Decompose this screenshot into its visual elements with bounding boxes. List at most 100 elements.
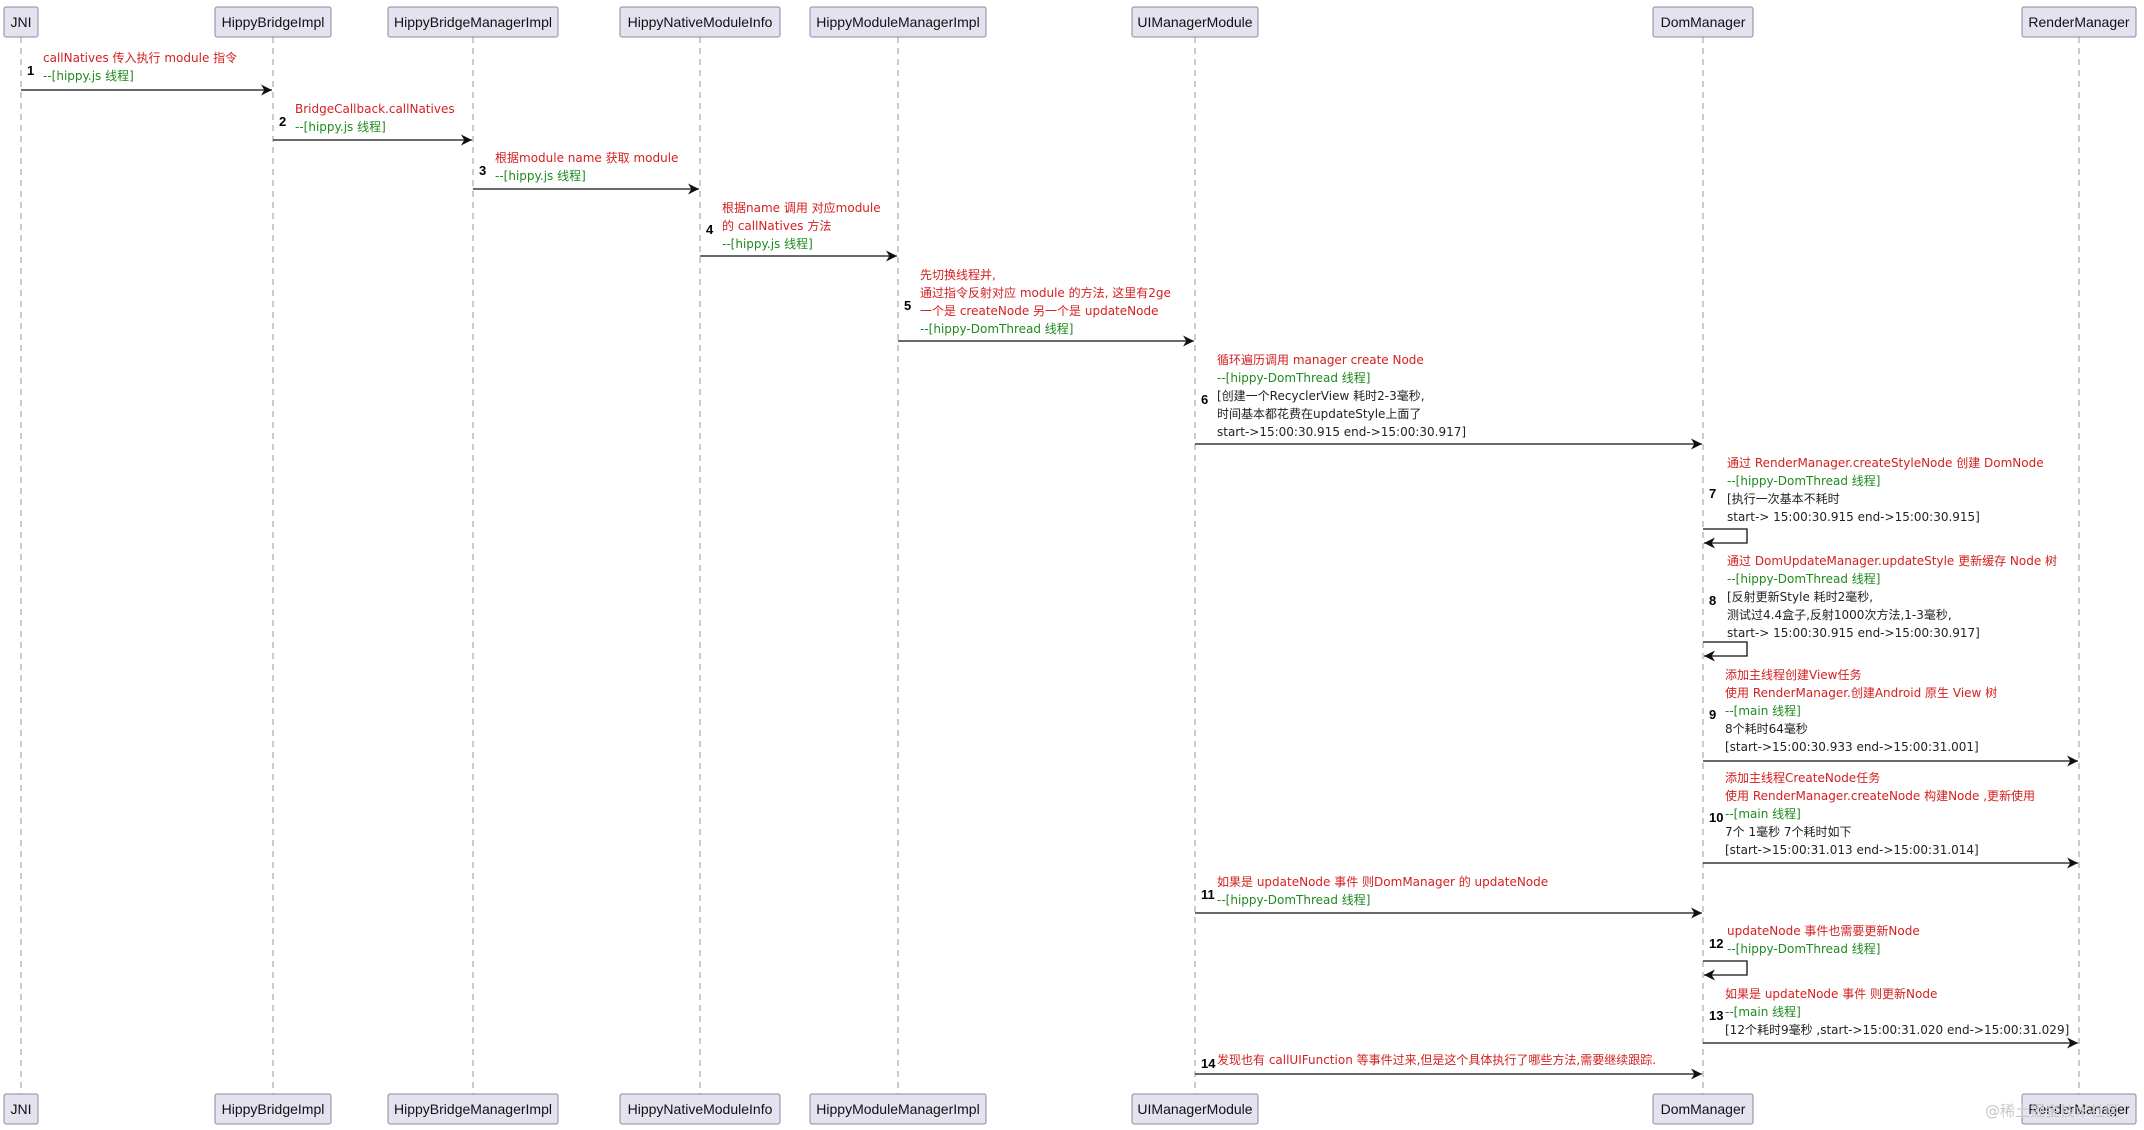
message-text-line: [start->15:00:30.933 end->15:00:31.001] bbox=[1725, 740, 1979, 754]
message-text-line: --[hippy.js 线程] bbox=[295, 119, 386, 134]
participant-bridge-top: HippyBridgeImpl bbox=[214, 6, 332, 38]
message-text-line: 8个耗时64毫秒 bbox=[1725, 721, 1808, 736]
participant-dommgr-top: DomManager bbox=[1652, 6, 1754, 38]
participant-box bbox=[619, 6, 781, 38]
message-text-line: [12个耗时9毫秒 ,start->15:00:31.020 end->15:0… bbox=[1725, 1022, 2069, 1037]
message-text-line: 通过 DomUpdateManager.updateStyle 更新缓存 Nod… bbox=[1727, 553, 2057, 568]
message-text-line: 通过指令反射对应 module 的方法, 这里有2ge bbox=[920, 285, 1171, 300]
message-text-line: 根据module name 获取 module bbox=[495, 151, 678, 165]
participant-label: HippyNativeModuleInfo bbox=[628, 1101, 773, 1117]
message-number: 5 bbox=[904, 298, 911, 313]
message-text-line: 循环遍历调用 manager create Node bbox=[1217, 353, 1424, 367]
participant-label: HippyNativeModuleInfo bbox=[628, 14, 773, 30]
message-number: 2 bbox=[279, 114, 286, 129]
participant-uimgr-top: UIManagerModule bbox=[1131, 6, 1259, 38]
message-text-line: 的 callNatives 方法 bbox=[722, 218, 831, 233]
participant-bridgemgr-top: HippyBridgeManagerImpl bbox=[387, 6, 559, 38]
message-12: 12 updateNode 事件也需要更新Node --[hippy-DomThre… bbox=[1703, 923, 1920, 981]
participant-label: HippyBridgeManagerImpl bbox=[394, 14, 552, 30]
participant-rendermgr-bottom: RenderManager bbox=[2021, 1093, 2137, 1125]
participant-box bbox=[214, 6, 332, 38]
participant-label: DomManager bbox=[1661, 14, 1746, 30]
participant-modulemgr-top: HippyModuleManagerImpl bbox=[809, 6, 987, 38]
participant-box bbox=[1131, 1093, 1259, 1125]
participant-label: DomManager bbox=[1661, 1101, 1746, 1117]
message-number: 8 bbox=[1709, 593, 1716, 608]
message-text-line: start-> 15:00:30.915 end->15:00:30.915] bbox=[1727, 510, 1980, 524]
message-number: 7 bbox=[1709, 486, 1716, 501]
message-number: 13 bbox=[1709, 1008, 1723, 1023]
message-text-line: --[hippy-DomThread 线程] bbox=[1217, 370, 1370, 385]
message-8: 8 通过 DomUpdateManager.updateStyle 更新缓存 No… bbox=[1703, 553, 2057, 662]
message-number: 9 bbox=[1709, 707, 1716, 722]
participant-box bbox=[809, 1093, 987, 1125]
message-text-line: 通过 RenderManager.createStyleNode 创建 DomN… bbox=[1727, 456, 2044, 470]
participant-modulemgr-bottom: HippyModuleManagerImpl bbox=[809, 1093, 987, 1125]
message-7: 7 通过 RenderManager.createStyleNode 创建 Dom… bbox=[1703, 456, 2044, 549]
message-number: 10 bbox=[1709, 810, 1723, 825]
participant-jni-bottom: JNI bbox=[3, 1093, 39, 1125]
message-text-line: --[hippy-DomThread 线程] bbox=[1727, 571, 1880, 586]
participant-dommgr-bottom: DomManager bbox=[1652, 1093, 1754, 1125]
participant-nativeinfo-top: HippyNativeModuleInfo bbox=[619, 6, 781, 38]
message-text-line: 如果是 updateNode 事件 则DomManager 的 updateNo… bbox=[1217, 874, 1548, 889]
message-text-line: --[main 线程] bbox=[1725, 806, 1801, 821]
message-text-line: 时间基本都花费在updateStyle上面了 bbox=[1217, 406, 1421, 421]
participant-box bbox=[387, 1093, 559, 1125]
message-text-line: --[hippy.js 线程] bbox=[43, 68, 134, 83]
participant-box bbox=[1652, 1093, 1754, 1125]
message-text-line: 根据name 调用 对应module bbox=[722, 200, 881, 215]
message-text-line: --[hippy-DomThread 线程] bbox=[1727, 941, 1880, 956]
participant-bridge-bottom: HippyBridgeImpl bbox=[214, 1093, 332, 1125]
message-text-line: --[hippy.js 线程] bbox=[495, 168, 586, 183]
message-text-line: BridgeCallback.callNatives bbox=[295, 102, 455, 116]
participant-label: JNI bbox=[11, 1101, 32, 1117]
message-text-line: [反射更新Style 耗时2毫秒, bbox=[1727, 589, 1873, 604]
message-number: 14 bbox=[1201, 1056, 1216, 1071]
message-text-line: callNatives 传入执行 module 指令 bbox=[43, 50, 237, 65]
participant-nativeinfo-bottom: HippyNativeModuleInfo bbox=[619, 1093, 781, 1125]
participant-box bbox=[619, 1093, 781, 1125]
participant-box bbox=[2021, 1093, 2137, 1125]
message-text-line: 添加主线程创建View任务 bbox=[1725, 667, 1861, 682]
message-text-line: 测试过4.4盒子,反射1000次方法,1-3毫秒, bbox=[1727, 607, 1952, 622]
message-text-line: 添加主线程CreateNode任务 bbox=[1725, 770, 1880, 785]
message-number: 12 bbox=[1709, 936, 1723, 951]
participant-box bbox=[1652, 6, 1754, 38]
message-text-line: 如果是 updateNode 事件 则更新Node bbox=[1725, 986, 1937, 1001]
participant-label: RenderManager bbox=[2028, 1101, 2130, 1117]
message-3: 3 根据module name 获取 module --[hippy.js 线程] bbox=[473, 151, 699, 195]
message-text-line: [创建一个RecyclerView 耗时2-3毫秒, bbox=[1217, 388, 1425, 403]
participant-box bbox=[3, 6, 39, 38]
message-number: 4 bbox=[706, 222, 714, 237]
participant-box bbox=[2021, 6, 2137, 38]
participant-bridgemgr-bottom: HippyBridgeManagerImpl bbox=[387, 1093, 559, 1125]
message-text-line: 一个是 createNode 另一个是 updateNode bbox=[920, 304, 1158, 318]
message-text-line: [start->15:00:31.013 end->15:00:31.014] bbox=[1725, 843, 1979, 857]
participant-box bbox=[3, 1093, 39, 1125]
self-arrow bbox=[1703, 641, 1748, 662]
participant-label: HippyBridgeManagerImpl bbox=[394, 1101, 552, 1117]
participant-label: HippyModuleManagerImpl bbox=[816, 14, 979, 30]
message-text-line: 7个 1毫秒 7个耗时如下 bbox=[1725, 824, 1852, 839]
message-text-line: updateNode 事件也需要更新Node bbox=[1727, 923, 1920, 938]
participant-label: HippyBridgeImpl bbox=[222, 14, 325, 30]
participant-label: UIManagerModule bbox=[1137, 14, 1252, 30]
self-arrow bbox=[1703, 960, 1748, 981]
participant-label: UIManagerModule bbox=[1137, 1101, 1252, 1117]
message-text-line: 使用 RenderManager.createNode 构建Node ,更新使用 bbox=[1725, 788, 2035, 803]
participant-label: HippyBridgeImpl bbox=[222, 1101, 325, 1117]
message-text-line: --[main 线程] bbox=[1725, 1004, 1801, 1019]
participant-label: RenderManager bbox=[2028, 14, 2130, 30]
message-number: 3 bbox=[479, 163, 486, 178]
message-2: 2 BridgeCallback.callNatives --[hippy.js 线… bbox=[273, 102, 472, 146]
